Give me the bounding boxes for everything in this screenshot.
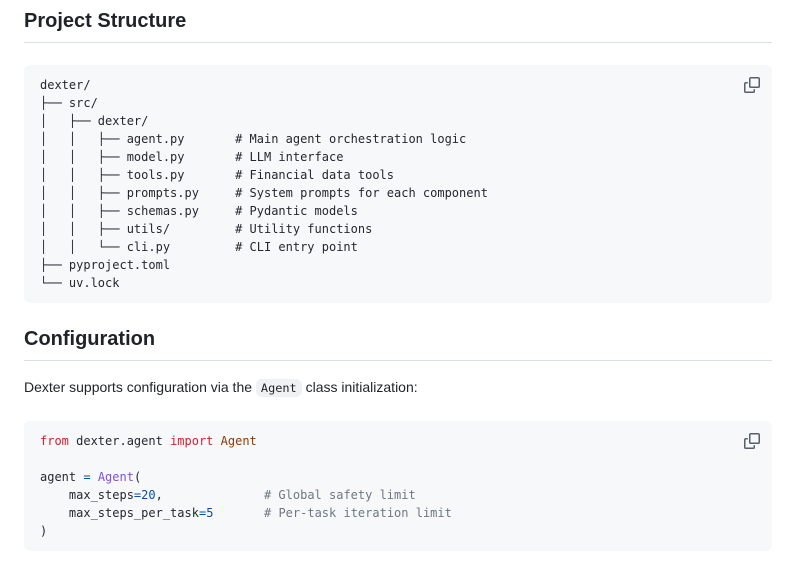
code-content-project-structure: dexter/ ├── src/ │ ├── dexter/ │ │ ├── a… xyxy=(40,78,488,290)
copy-button[interactable] xyxy=(738,71,766,99)
copy-icon xyxy=(744,433,760,449)
code-content-configuration: from dexter.agent import Agent agent = A… xyxy=(40,434,452,538)
code-block-configuration: from dexter.agent import Agent agent = A… xyxy=(24,421,772,551)
intro-text-after: class initialization: xyxy=(301,379,418,395)
heading-project-structure: Project Structure xyxy=(24,9,772,43)
readme-document: Project Structure dexter/ ├── src/ │ ├──… xyxy=(24,0,772,551)
copy-button[interactable] xyxy=(738,427,766,455)
copy-icon xyxy=(744,77,760,93)
inline-code-agent: Agent xyxy=(255,379,302,397)
configuration-intro-text: Dexter supports configuration via the Ag… xyxy=(24,377,772,399)
code-block-project-structure: dexter/ ├── src/ │ ├── dexter/ │ │ ├── a… xyxy=(24,65,772,303)
heading-configuration: Configuration xyxy=(24,327,772,361)
intro-text-before: Dexter supports configuration via the xyxy=(24,379,256,395)
